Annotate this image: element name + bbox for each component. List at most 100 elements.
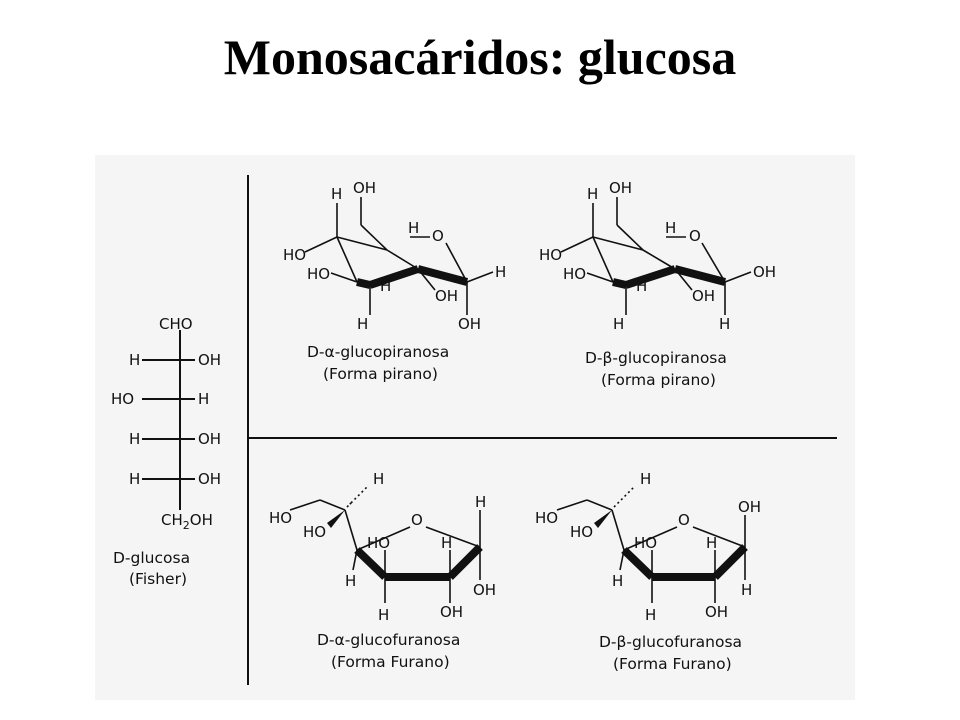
label-ho-side: HO	[303, 523, 326, 541]
label-oh-top: OH	[353, 179, 376, 197]
ring-bond	[642, 249, 676, 270]
fisher-top-group: CHO	[159, 315, 193, 333]
label-oh-right: OH	[753, 263, 776, 281]
label-oh-mid: OH	[692, 287, 715, 305]
substituent-bond	[352, 549, 358, 571]
label-oh-mid: OH	[435, 287, 458, 305]
substituent-bond	[417, 268, 436, 291]
ring-bond-heavy	[621, 547, 655, 580]
label-h-bottom: H	[613, 315, 624, 333]
label-o-ring: O	[678, 511, 690, 529]
label-h-bottom: H	[645, 606, 656, 624]
label-o-ring: O	[432, 227, 444, 245]
label-h-ring: H	[706, 534, 717, 552]
structures-diagram: CHO H OH HO H H OH H OH CH2OH D-glucosa …	[111, 175, 837, 685]
label-ho-lower: HO	[307, 265, 330, 283]
fisher-row-1-right: OH	[198, 351, 221, 369]
glucose-structures-figure: CHO H OH HO H H OH H OH CH2OH D-glucosa …	[95, 155, 855, 700]
label-h-top: H	[587, 185, 598, 203]
ring-bond-heavy	[673, 265, 727, 286]
hashed-bond	[350, 486, 368, 504]
substituent-bond	[304, 236, 338, 253]
label-h-mid: H	[636, 277, 647, 295]
fisher-row-3-right: OH	[198, 430, 221, 448]
label-h-ring: H	[408, 219, 419, 237]
ring-bond	[425, 526, 481, 548]
label-h-left: H	[612, 572, 623, 590]
label-h-top: H	[640, 470, 651, 488]
ring-bond-heavy	[712, 544, 748, 580]
substituent-bond	[619, 549, 625, 571]
alpha-furanose-structure: HO H HO O HO H H H OH H OH D-α-glucofura…	[269, 470, 496, 671]
fisher-bottom-group: CH2OH	[161, 511, 213, 532]
wedge-bond	[327, 510, 345, 528]
hashed-bond	[613, 486, 635, 508]
label-ho-ring: HO	[634, 534, 657, 552]
page-title: Monosacáridos: glucosa	[223, 29, 737, 85]
beta-pyranose-structure: H OH HO H O HO H OH OH H H D-β-glucopira…	[539, 179, 776, 389]
substituent-bond	[586, 499, 613, 511]
alpha-pyranose-caption-name: D-α-glucopiranosa	[307, 343, 449, 361]
ring-bond	[445, 242, 468, 283]
hashed-bond	[346, 502, 352, 508]
fisher-caption-name: D-glucosa	[113, 549, 190, 567]
beta-pyranose-caption-name: D-β-glucopiranosa	[585, 349, 727, 367]
substituent-bond	[360, 224, 388, 251]
label-oh-top: OH	[609, 179, 632, 197]
ring-bond	[592, 236, 614, 283]
label-oh-bottom: OH	[458, 315, 481, 333]
substituent-bond	[556, 499, 588, 511]
ring-bond-heavy	[354, 547, 388, 580]
fisher-row-4-right: OH	[198, 470, 221, 488]
label-h-mid: H	[380, 277, 391, 295]
ring-bond	[386, 249, 419, 270]
substituent-bond	[674, 268, 693, 291]
label-oh-bottom: OH	[440, 603, 463, 621]
ring-bond-heavy	[356, 278, 371, 289]
substituent-bond	[724, 271, 752, 283]
ring-bond-heavy	[416, 265, 469, 286]
label-h-ring: H	[665, 219, 676, 237]
label-h-right: H	[741, 581, 752, 599]
substituent-bond	[611, 509, 625, 551]
beta-furanose-caption-name: D-β-glucofuranosa	[599, 633, 742, 651]
fisher-row-2-right: H	[198, 390, 209, 408]
beta-furanose-structure: HO H HO O HO H OH H H H OH D-β-glucofura…	[535, 470, 761, 673]
ring-bond	[692, 526, 746, 548]
substituent-bond	[330, 272, 358, 283]
alpha-pyranose-structure: H OH HO H O HO H OH H H OH D-α-glucopira…	[283, 179, 506, 383]
fisher-row-3-left: H	[129, 430, 140, 448]
substituent-bond	[289, 499, 321, 511]
ring-bond-heavy	[447, 544, 483, 580]
substituent-bond	[344, 509, 358, 551]
label-oh-bottom: OH	[705, 603, 728, 621]
ring-bond	[336, 236, 388, 251]
ring-bond-heavy	[368, 265, 420, 289]
fisher-row-2-left: HO	[111, 390, 134, 408]
label-ho-end: HO	[269, 509, 292, 527]
label-h-bottom: H	[378, 606, 389, 624]
wedge-bond	[594, 510, 612, 528]
label-h-top: H	[373, 470, 384, 488]
fisher-row-4-left: H	[129, 470, 140, 488]
substituent-bond	[319, 499, 346, 511]
label-h-top: H	[331, 185, 342, 203]
ring-bond	[701, 242, 726, 283]
beta-pyranose-caption-form: (Forma pirano)	[601, 371, 716, 389]
label-h-bottom-2: H	[719, 315, 730, 333]
label-ho-end: HO	[535, 509, 558, 527]
label-h-anomer: H	[475, 493, 486, 511]
label-ho-upper: HO	[283, 246, 306, 264]
label-oh-right: OH	[473, 581, 496, 599]
label-h-ring: H	[441, 534, 452, 552]
substituent-bond	[560, 236, 594, 253]
label-ho-ring: HO	[367, 534, 390, 552]
substituent-bond	[466, 271, 494, 283]
substituent-bond	[616, 224, 644, 251]
label-o-ring: O	[411, 511, 423, 529]
fisher-row-1-left: H	[129, 351, 140, 369]
ring-bond	[336, 236, 358, 283]
label-h-left: H	[345, 572, 356, 590]
fisher-projection: CHO H OH HO H H OH H OH CH2OH D-glucosa …	[111, 315, 221, 588]
label-h-bottom: H	[357, 315, 368, 333]
